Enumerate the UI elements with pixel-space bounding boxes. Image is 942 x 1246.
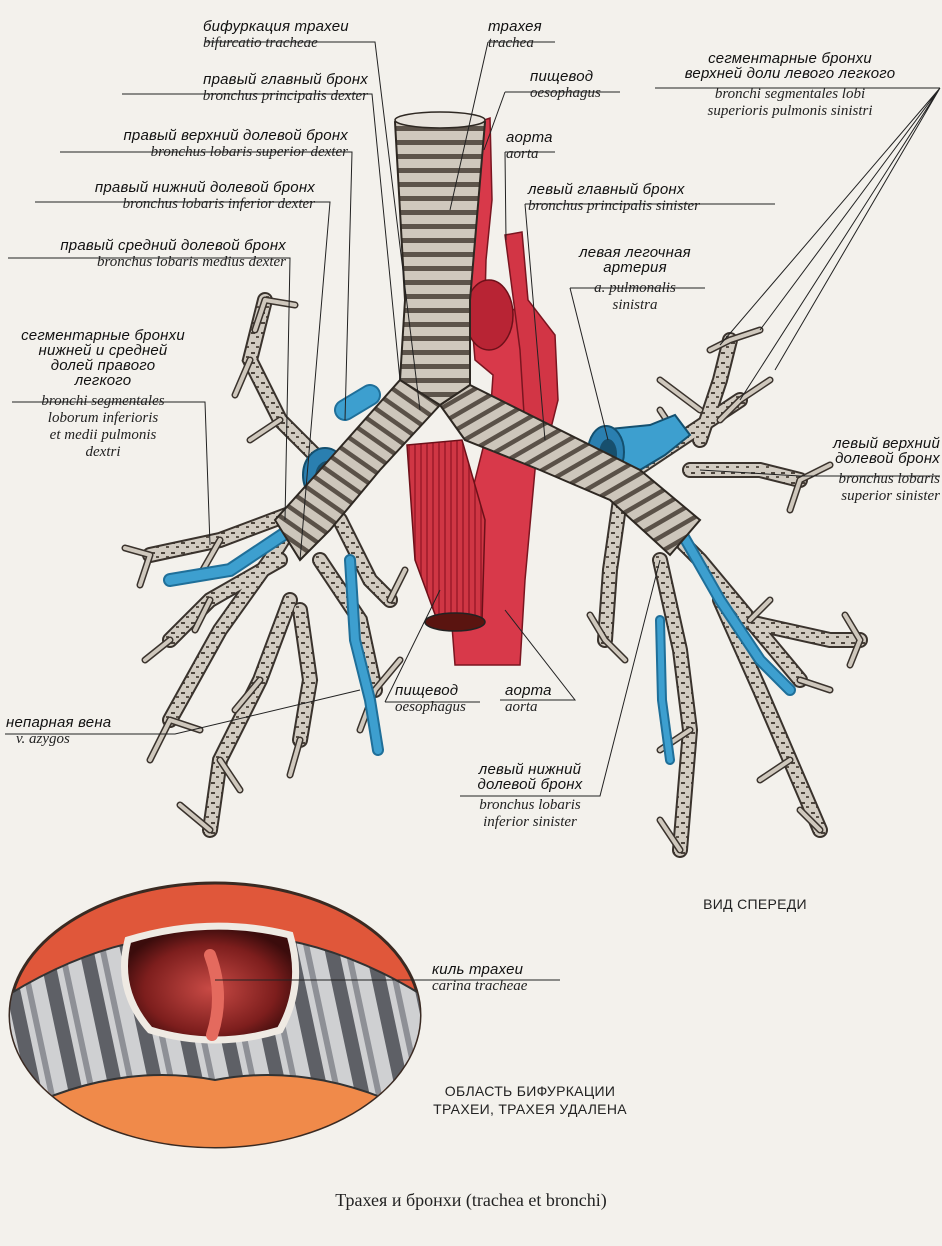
label-left-segmental-ru-2: верхней доли левого легкого	[684, 65, 896, 82]
label-left-segmental-la-2: superioris pulmonis sinistri	[707, 103, 873, 119]
label-right-lower: правый нижний долевой бронх bronchus lob…	[25, 180, 315, 212]
label-aorta-bottom: аорта aorta	[505, 683, 552, 715]
label-left-lower: левый нижний долевой бронх bronchus loba…	[455, 762, 605, 830]
label-right-segmental-la-3: et medii pulmonis	[49, 427, 157, 443]
label-esophagus-top-ru: пищевод	[530, 68, 594, 85]
label-azygos-la: v. azygos	[16, 731, 70, 747]
trachea-shape	[393, 111, 487, 407]
label-left-pulm-artery-la-2: sinistra	[612, 297, 658, 313]
main-bronchi	[273, 378, 702, 562]
label-esophagus-bottom-la: oesophagus	[395, 699, 466, 715]
label-left-upper-ru-1: левый верхний	[833, 435, 940, 452]
label-right-segmental-ru-4: легкого	[74, 372, 132, 389]
caption-inset: ОБЛАСТЬ БИФУРКАЦИИ ТРАХЕИ, ТРАХЕЯ УДАЛЕН…	[395, 1083, 665, 1118]
label-esophagus-bottom: пищевод oesophagus	[395, 683, 466, 715]
label-carina-la: carina tracheae	[432, 978, 528, 994]
right-veins	[163, 384, 384, 756]
label-carina: киль трахеи carina tracheae	[432, 962, 527, 994]
label-right-upper-ru: правый верхний долевой бронх	[123, 127, 348, 144]
caption-inset-line-2: ТРАХЕИ, ТРАХЕЯ УДАЛЕНА	[433, 1100, 627, 1117]
label-left-upper-ru-2: долевой бронх	[835, 450, 940, 467]
label-right-segmental-ru-2: нижней и средней	[38, 342, 168, 359]
label-esophagus-top: пищевод oesophagus	[530, 69, 601, 101]
label-trachea-la: trachea	[488, 35, 534, 51]
label-aorta-bottom-la: aorta	[505, 699, 538, 715]
label-right-main-la: bronchus principalis dexter	[202, 88, 368, 104]
label-left-pulm-artery-ru-1: левая легочная	[579, 244, 691, 261]
label-right-middle: правый средний долевой бронх bronchus lo…	[4, 238, 286, 270]
caption-front-view: ВИД СПЕРЕДИ	[703, 896, 807, 912]
label-left-main: левый главный бронх bronchus principalis…	[528, 182, 700, 214]
label-aorta-top: аорта aorta	[506, 130, 553, 162]
label-left-upper: левый верхний долевой бронх bronchus lob…	[790, 436, 940, 504]
label-azygos: непарная вена v. azygos	[6, 715, 111, 747]
label-bifurcation: бифуркация трахеи bifurcatio tracheae	[203, 19, 349, 51]
label-right-upper: правый верхний долевой бронх bronchus lo…	[50, 128, 348, 160]
label-right-middle-la: bronchus lobaris medius dexter	[96, 254, 286, 270]
label-right-segmental-la-2: loborum inferioris	[47, 410, 159, 426]
label-right-lower-la: bronchus lobaris inferior dexter	[122, 196, 315, 212]
label-right-segmental-ru-1: сегментарные бронхи	[21, 327, 185, 344]
label-right-segmental-la-1: bronchi segmentales	[41, 393, 165, 409]
inset-view	[8, 881, 422, 1149]
label-right-segmental-la-4: dextri	[85, 444, 121, 460]
label-bifurcation-la: bifurcatio tracheae	[203, 35, 318, 51]
label-azygos-ru: непарная вена	[6, 714, 112, 731]
label-bifurcation-ru: бифуркация трахеи	[203, 18, 349, 35]
label-right-upper-la: bronchus lobaris superior dexter	[150, 144, 348, 160]
label-left-segmental-ru-1: сегментарные бронхи	[708, 50, 872, 67]
label-left-main-ru: левый главный бронх	[528, 181, 685, 198]
label-trachea-ru: трахея	[488, 18, 542, 35]
leader-lines	[5, 41, 941, 981]
label-trachea: трахея trachea	[488, 19, 542, 51]
label-right-lower-ru: правый нижний долевой бронх	[94, 179, 315, 196]
label-left-lower-la-1: bronchus lobaris	[479, 797, 581, 813]
label-right-main: правый главный бронх bronchus principali…	[118, 72, 368, 104]
label-right-segmental-ru-3: долей правого	[50, 357, 156, 374]
label-aorta-bottom-ru: аорта	[505, 682, 552, 699]
label-left-pulm-artery-ru-2: артерия	[603, 259, 667, 276]
label-right-main-ru: правый главный бронх	[203, 71, 368, 88]
esophagus-shape	[406, 439, 486, 632]
label-right-middle-ru: правый средний долевой бронх	[60, 237, 286, 254]
label-left-pulm-artery-la-1: a. pulmonalis	[594, 280, 676, 296]
label-left-upper-la-1: bronchus lobaris	[838, 471, 940, 487]
label-aorta-top-ru: аорта	[506, 129, 553, 146]
label-right-segmental: сегментарные бронхи нижней и средней дол…	[4, 328, 202, 460]
label-esophagus-top-la: oesophagus	[530, 85, 601, 101]
label-left-segmental: сегментарные бронхи верхней доли левого …	[650, 51, 930, 119]
right-bronchial-tree	[121, 292, 409, 838]
label-left-upper-la-2: superior sinister	[841, 488, 940, 504]
label-left-lower-ru-1: левый нижний	[478, 761, 582, 778]
caption-inset-line-1: ОБЛАСТЬ БИФУРКАЦИИ	[444, 1083, 616, 1099]
label-carina-ru: киль трахеи	[432, 961, 524, 978]
left-veins	[655, 524, 796, 765]
label-aorta-top-la: aorta	[506, 146, 539, 162]
label-left-main-la: bronchus principalis sinister	[528, 198, 700, 214]
label-left-pulm-artery: левая легочная артерия a. pulmonalis sin…	[560, 245, 710, 313]
label-left-lower-la-2: inferior sinister	[483, 814, 577, 830]
label-esophagus-bottom-ru: пищевод	[395, 682, 459, 699]
label-left-segmental-la-1: bronchi segmentales lobi	[714, 86, 866, 102]
label-left-lower-ru-2: долевой бронх	[477, 776, 583, 793]
figure-title: Трахея и бронхи (trachea et bronchi)	[335, 1190, 607, 1210]
